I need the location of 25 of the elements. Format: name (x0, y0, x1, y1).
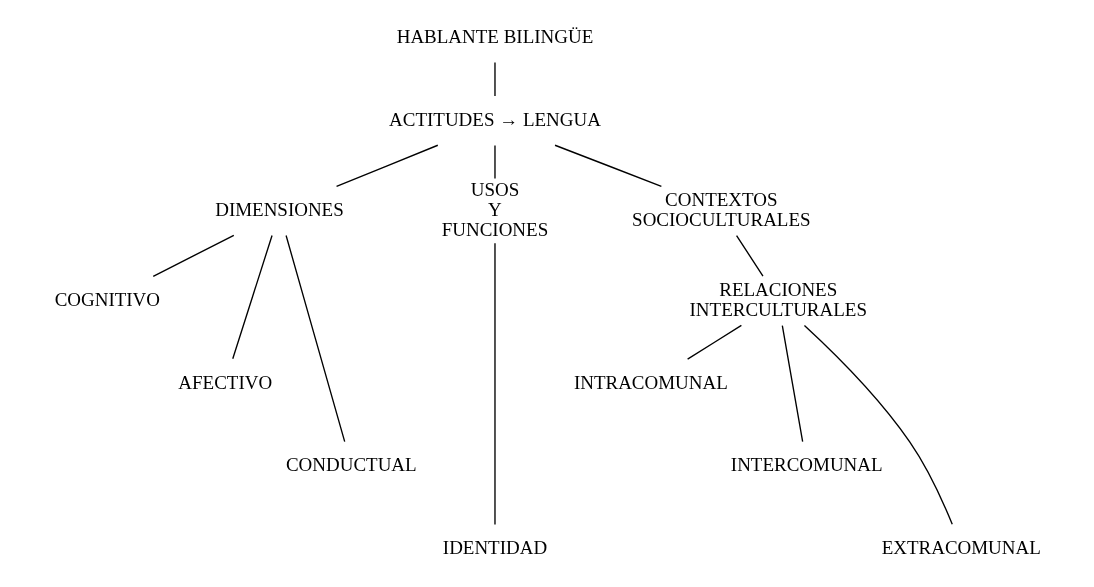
connector (493, 144, 496, 180)
connector (735, 234, 764, 277)
node-text: CONDUCTUAL (285, 454, 417, 476)
node-text: CONTEXTOS SOCIOCULTURALES (631, 188, 811, 230)
connector (493, 61, 496, 97)
node-text: ACTITUDES → LENGUA (388, 108, 601, 130)
node-text: USOS Y FUNCIONES (441, 178, 548, 241)
connector (152, 234, 234, 277)
node-text: INTERCOMUNAL (730, 454, 883, 476)
node-text: RELACIONES INTERCULTURALES (689, 278, 867, 321)
connector (553, 144, 662, 187)
node-text: COGNITIVO (54, 288, 160, 310)
node-text: HABLANTE BILINGÜE (396, 26, 593, 48)
node-text: AFECTIVO (177, 371, 272, 393)
connector (781, 324, 803, 443)
node-text: INTRACOMUNAL (573, 371, 728, 393)
node-text: DIMENSIONES (214, 198, 344, 220)
connector (686, 324, 742, 360)
connector (231, 234, 273, 360)
connector (803, 324, 953, 525)
node-text: IDENTIDAD (442, 537, 547, 558)
connector (284, 234, 345, 443)
connector (493, 242, 496, 526)
node-text: EXTRACOMUNAL (881, 537, 1041, 558)
connector (335, 144, 438, 187)
